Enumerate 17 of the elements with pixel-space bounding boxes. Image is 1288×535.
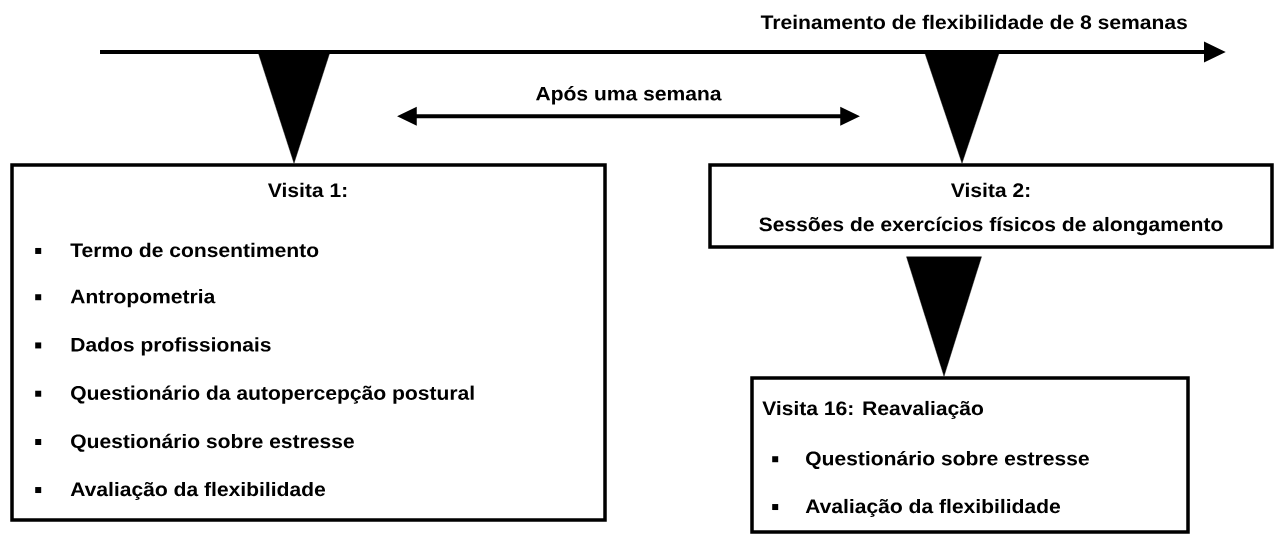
bullet-item: Questionário sobre estresse [35, 433, 354, 452]
bullet-item: Avaliação da flexibilidade [35, 481, 326, 501]
triangle-arrow [906, 256, 982, 377]
box-heading: Visita 16: Reavaliação [762, 400, 983, 420]
box-heading: Visita 1: [267, 182, 347, 198]
bullet-item: Antropometria [35, 289, 216, 308]
bullet-item: Termo de consentimento [35, 242, 319, 258]
triangle-arrow [924, 51, 1000, 164]
box-heading: Visita 2: [950, 182, 1030, 198]
box-text: Sessões de exercícios físicos de alongamento [759, 216, 1223, 236]
bullet-item: Questionário da autopercepção postural [35, 385, 474, 404]
bullet-item: Dados profissionais [35, 337, 271, 356]
timeline-label: Treinamento de flexibilidade de 8 semanas [760, 14, 1187, 30]
edge-label: Após uma semana [536, 86, 722, 105]
bullet-item: Avaliação da flexibilidade [772, 498, 1061, 518]
bullet-item: Questionário sobre estresse [772, 450, 1089, 470]
triangle-arrow [257, 51, 331, 164]
